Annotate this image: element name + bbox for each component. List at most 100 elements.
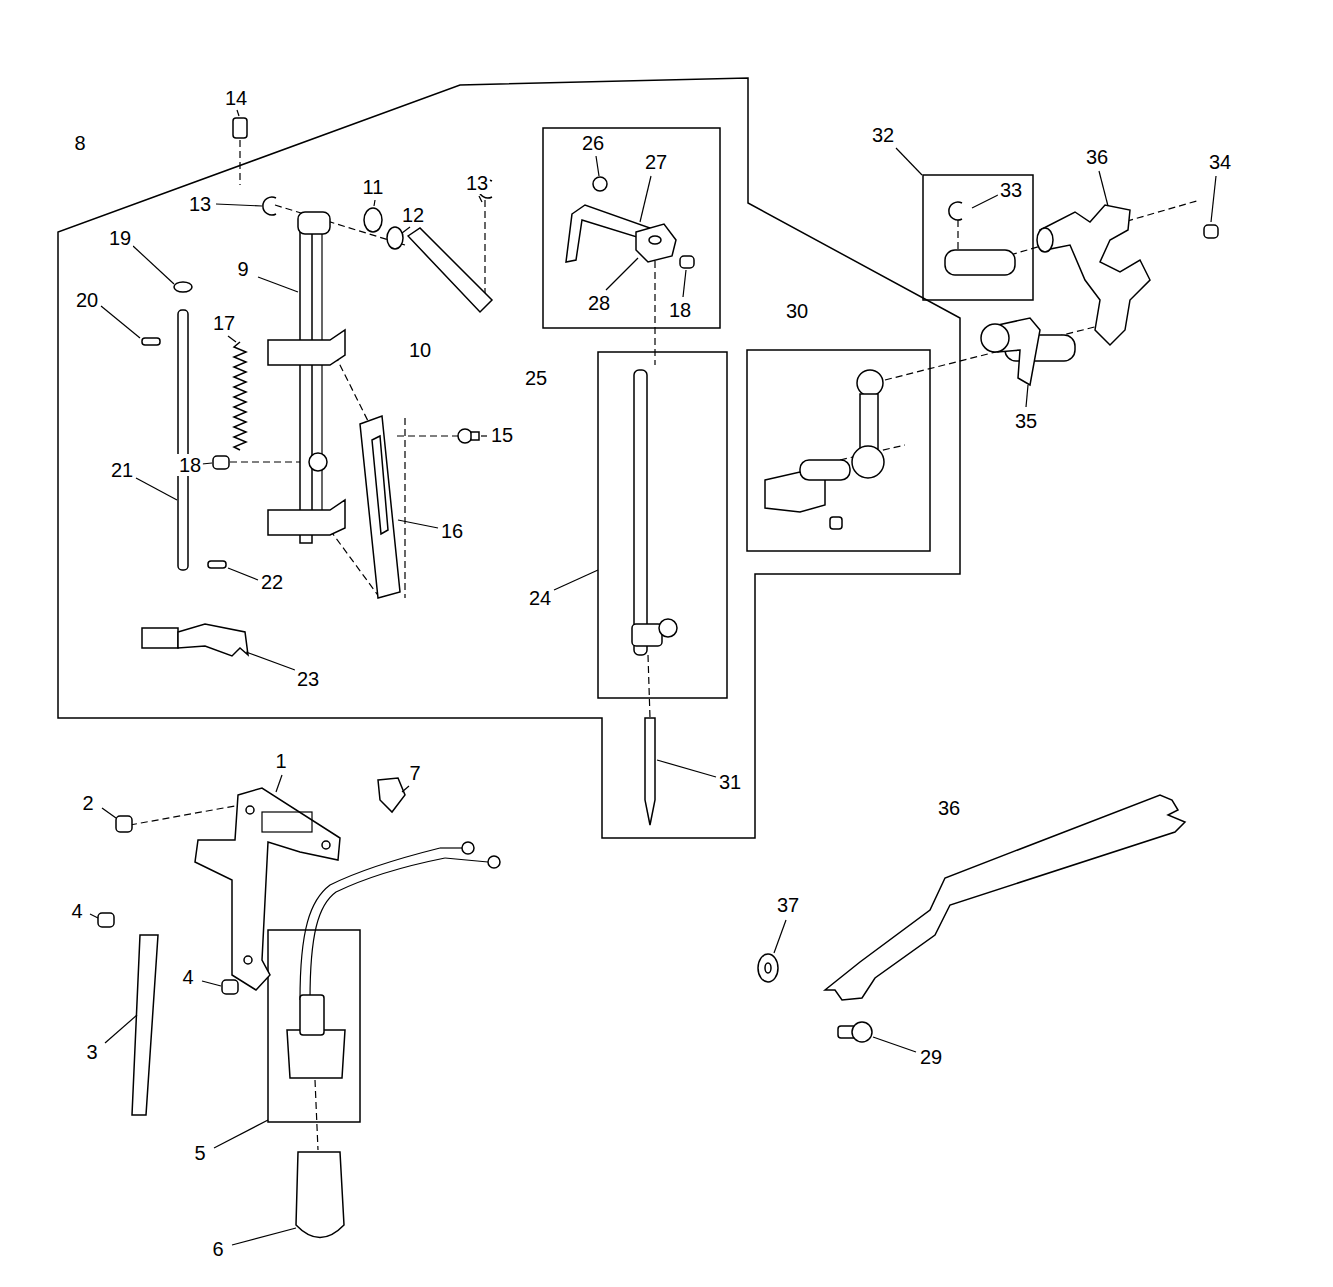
leader-line [657,760,716,777]
callout-number: 36 [1084,146,1110,168]
leader-line [105,1015,137,1043]
needle-bar [634,370,647,655]
presser-foot [178,624,248,656]
callout-number: 9 [235,258,250,280]
callout-number: 6 [210,1238,225,1260]
set-screw [233,118,247,138]
set-screw [680,256,694,268]
screw [98,913,114,927]
washer [387,227,403,249]
group-box [923,175,1033,300]
callout-number: 5 [192,1142,207,1164]
plate [360,416,400,598]
leader-line [481,435,487,436]
socket [287,1030,345,1078]
bracket-window [262,812,312,832]
leader-line [216,204,262,206]
callout-number: 18 [177,454,203,476]
callout-number: 23 [295,668,321,690]
set-screw [1204,225,1218,238]
wire [445,858,488,862]
leader-line [136,478,177,500]
leader-line [214,1120,268,1148]
bulb [296,1152,344,1238]
callout-number: 33 [998,179,1024,201]
leader-line [237,110,239,116]
callout-number: 22 [259,571,285,593]
leader-line [228,336,236,342]
bracket [195,788,340,990]
group-box [543,128,720,328]
rod [178,310,188,570]
leader-line [479,196,482,202]
callout-number: 15 [489,424,515,446]
callout-number: 14 [223,87,249,109]
assembly-axis [957,220,958,250]
callout-number: 11 [361,176,386,198]
callout-number: 4 [180,966,195,988]
callout-number: 29 [918,1046,944,1068]
socket-tab [300,995,324,1035]
callout-number: 8 [72,132,87,154]
screw-head [852,1022,872,1042]
assembly-axis [275,205,405,245]
leader-line [972,195,998,208]
leader-line [402,227,410,233]
callout-number: 3 [84,1041,99,1063]
callout-number: 7 [407,762,422,784]
callout-number: 32 [870,124,896,146]
crank-pin-head [981,324,1009,352]
assembly-axis [404,418,405,598]
clamp-block [636,224,676,262]
callout-number: 36 [936,797,962,819]
leader-line [258,277,298,292]
ring [174,282,192,292]
leader-line [554,570,598,590]
screw [116,816,132,832]
assembly-axis [484,200,485,305]
screw [593,177,607,191]
washer [758,954,778,982]
presser-bar [300,228,312,543]
leader-line [228,568,258,580]
leader-line [374,200,375,206]
set-screw [830,517,842,529]
e-ring [263,197,276,215]
clamp-screw [659,619,677,637]
callout-number: 26 [580,132,606,154]
assembly-axis [130,805,240,825]
washer [364,208,382,232]
group-box [747,350,930,551]
callout-number: 27 [643,151,669,173]
leader-line [683,270,686,297]
clamp [309,453,327,471]
link-pin [800,460,850,480]
group-box [268,930,360,1122]
leader-line [202,463,212,464]
washer-hole [765,963,771,973]
leader-line [102,808,116,818]
leader-line [896,148,922,175]
assembly-outline [58,78,960,838]
link-arm [860,394,878,449]
leader-line [90,914,98,918]
leader-line [774,920,786,953]
holder-block [268,500,345,535]
screw [222,980,238,994]
callout-number: 25 [523,367,549,389]
hole [322,841,330,849]
leader-line [232,1228,296,1245]
e-ring [949,202,962,220]
leader-line [276,775,282,792]
cord [310,858,445,1000]
hole [244,956,252,964]
callout-number: 34 [1207,151,1233,173]
clamp-hole [649,236,661,244]
leader-line [246,652,295,670]
leader-line [640,176,651,222]
leader-line [202,981,221,986]
pin [142,338,160,345]
callout-number: 13 [187,193,213,215]
pin [208,561,226,568]
